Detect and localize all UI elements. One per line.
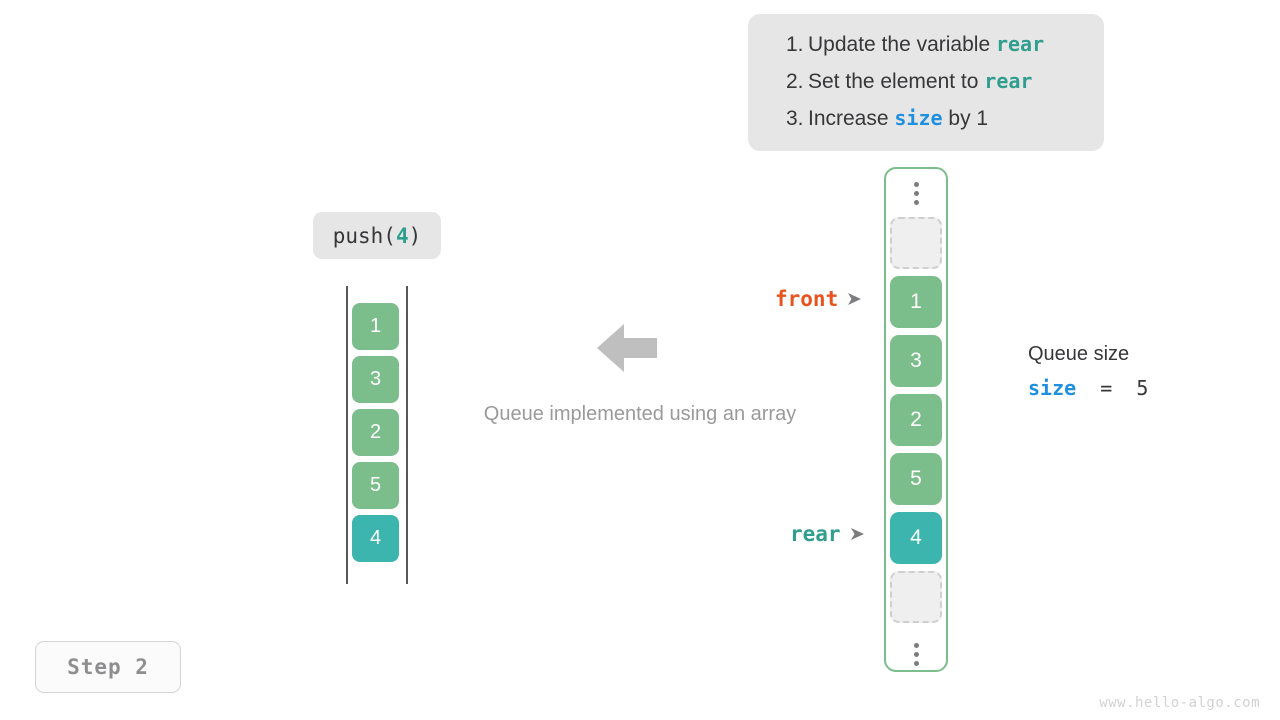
pointer-arrow-icon [850,522,866,546]
operation-argument: 4 [395,223,409,248]
array-cell: 1 [352,303,399,350]
instruction-code-token: rear [995,32,1045,56]
queue-cell: 3 [890,335,942,387]
operation-paren-close: ) [408,223,422,248]
array-cell: 5 [352,462,399,509]
diagram-caption: Queue implemented using an array [483,403,797,425]
queue-container: 1 3 2 5 4 [884,167,948,672]
instruction-code-token: rear [984,69,1033,93]
operation-name: push( [332,223,396,248]
queue-cell: 1 [890,276,942,328]
ellipsis-top-icon [890,169,942,217]
queue-cell-empty [890,217,942,269]
array-cell-highlighted: 4 [352,515,399,562]
queue-size-block: Queue size size = 5 [1028,343,1148,400]
left-array-diagram: 1 3 2 5 4 [346,286,408,584]
pointer-rear-label: rear [790,522,841,546]
instruction-code-token: size [894,106,943,130]
instruction-item: 2. Set the element to rear [766,69,1084,106]
array-cell: 2 [352,409,399,456]
instruction-number: 2. [786,70,804,93]
queue-cell-highlighted: 4 [890,512,942,564]
instruction-text-tail: by 1 [942,107,989,130]
watermark: www.hello-algo.com [1099,695,1260,711]
instruction-panel: 1. Update the variable rear 2. Set the e… [748,14,1104,151]
pointer-front: front [775,287,863,311]
pointer-arrow-icon [847,287,863,311]
queue-cell: 5 [890,453,942,505]
array-cell: 3 [352,356,399,403]
instruction-item: 3. Increase size by 1 [766,106,1084,143]
instruction-text: Set the element to [808,70,985,93]
array-left-rail [346,286,348,584]
pointer-front-label: front [775,287,839,311]
left-arrow-icon [597,321,657,380]
queue-size-title: Queue size [1028,343,1130,365]
step-badge: Step 2 [35,641,181,693]
pointer-rear: rear [790,522,866,546]
array-cell-list: 1 3 2 5 4 [352,303,399,568]
queue-cell-stack: 1 3 2 5 4 [890,169,942,678]
queue-size-variable: size [1028,376,1077,400]
operation-chip: push(4) [313,212,441,259]
ellipsis-bottom-icon [890,630,942,678]
queue-size-equals-value: = 5 [1076,376,1149,400]
array-right-rail [406,286,408,584]
instruction-text: Increase [808,107,895,130]
instruction-number: 3. [786,107,804,130]
instruction-item: 1. Update the variable rear [766,32,1084,69]
instruction-number: 1. [786,33,804,56]
queue-cell: 2 [890,394,942,446]
instruction-text: Update the variable [808,33,996,56]
queue-size-expression: size = 5 [1028,376,1148,400]
queue-cell-empty [890,571,942,623]
